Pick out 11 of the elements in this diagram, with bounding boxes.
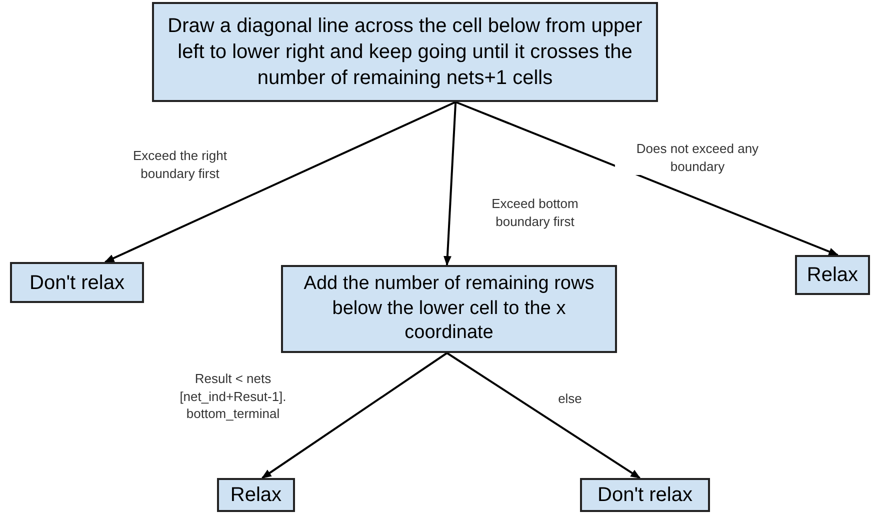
process-box: Add the number of remaining rows below the lower cell to the x coordinate <box>281 265 617 353</box>
process-box: Relax <box>795 255 870 295</box>
arrow <box>261 352 448 479</box>
process-box: Don't relax <box>580 478 710 512</box>
process-box: Draw a diagonal line across the cell below from upper left to lower right and keep going until it crosses the number of remaining nets+1 cells <box>152 2 658 102</box>
arrow <box>446 352 641 479</box>
process-box: Don't relax <box>10 262 144 303</box>
arrow <box>455 101 839 256</box>
process-box: Relax <box>217 478 295 512</box>
arrow <box>443 102 457 266</box>
arrow <box>104 101 456 263</box>
